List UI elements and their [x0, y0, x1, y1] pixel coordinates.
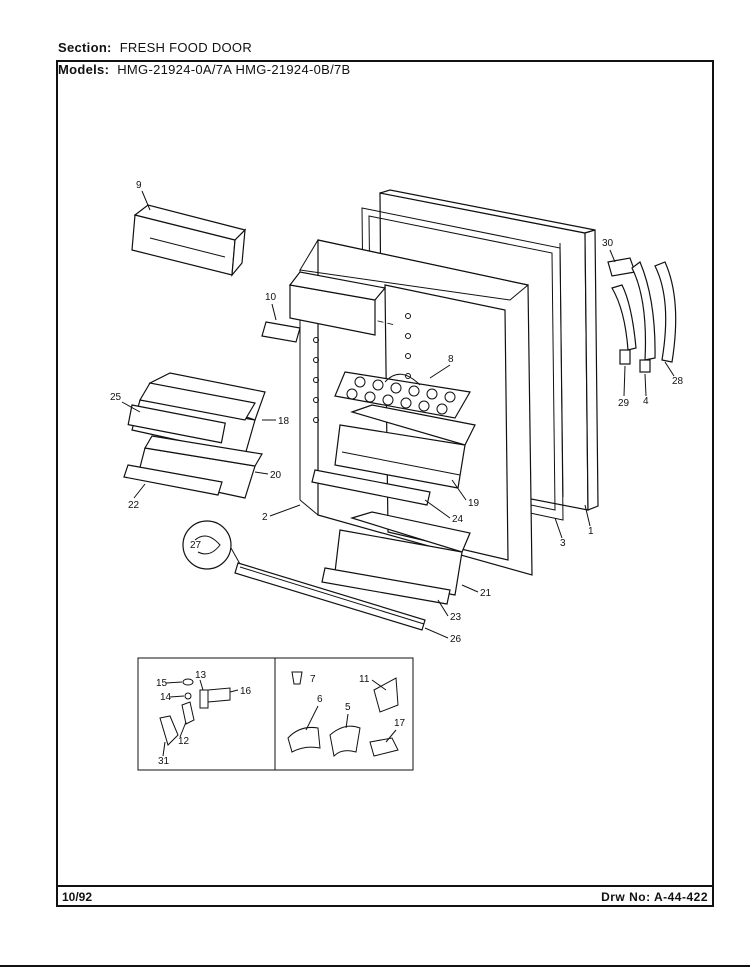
- callout-10: 10: [265, 292, 277, 303]
- callout-17: 17: [394, 718, 406, 729]
- drawing-number: Drw No: A-44-422: [601, 890, 708, 904]
- section-heading: Section:FRESH FOOD DOOR: [58, 40, 253, 55]
- callout-1: 1: [588, 526, 594, 537]
- callout-23: 23: [450, 612, 462, 623]
- callout-15: 15: [156, 678, 168, 689]
- bin-trim-center: [311, 469, 431, 506]
- models-heading: Models:HMG-21924-0A/7A HMG-21924-0B/7B: [58, 62, 351, 77]
- callout-25: 25: [110, 392, 122, 403]
- callout-21: 21: [480, 588, 492, 599]
- bin-trim-lower-left: [123, 464, 223, 496]
- callout-8: 8: [448, 354, 454, 365]
- section-name: FRESH FOOD DOOR: [119, 40, 253, 55]
- leader-lines: [121, 190, 675, 757]
- footer-divider: [56, 885, 714, 887]
- callout-27: 27: [190, 540, 202, 551]
- callout-14: 14: [160, 692, 172, 703]
- callout-3: 3: [560, 538, 566, 549]
- callout-5: 5: [345, 702, 351, 713]
- callout-16: 16: [240, 686, 252, 697]
- callout-30: 30: [602, 238, 614, 249]
- door-bin-upper: [127, 372, 266, 456]
- dairy-compartment-door: [131, 204, 247, 277]
- model-numbers: HMG-21924-0A/7A HMG-21924-0B/7B: [117, 62, 351, 77]
- egg-tray: [334, 371, 471, 419]
- detail-circle-27: [182, 520, 241, 570]
- bin-trim-lower: [321, 567, 451, 605]
- breaker-strip: [234, 562, 426, 631]
- door-bin-middle: [137, 435, 263, 499]
- callout-20: 20: [270, 470, 282, 481]
- callout-22: 22: [128, 500, 140, 511]
- callout-11: 11: [359, 674, 370, 685]
- page-bottom-rule: [0, 965, 750, 967]
- callout-31: 31: [158, 756, 170, 767]
- inset-box-right: [274, 657, 414, 771]
- callout-24: 24: [452, 514, 464, 525]
- shelf-clip: [261, 321, 301, 343]
- callout-7: 7: [310, 674, 316, 685]
- callout-13: 13: [195, 670, 207, 681]
- door-bin-center: [334, 404, 476, 489]
- revision-date: 10/92: [62, 890, 93, 904]
- callout-9: 9: [136, 180, 142, 191]
- callout-18: 18: [278, 416, 290, 427]
- callout-4: 4: [643, 396, 649, 407]
- callout-19: 19: [468, 498, 480, 509]
- liner-top-shelf: [288, 271, 387, 336]
- callout-2: 2: [262, 512, 268, 523]
- callout-28: 28: [672, 376, 684, 387]
- door-bin-lower: [334, 511, 471, 596]
- inset-box-left: [137, 657, 276, 771]
- drawing-frame: [56, 60, 714, 907]
- hinge-assembly: [607, 257, 677, 373]
- callout-26: 26: [450, 634, 462, 645]
- callout-6: 6: [317, 694, 323, 705]
- callout-12: 12: [178, 736, 190, 747]
- callout-29: 29: [618, 398, 630, 409]
